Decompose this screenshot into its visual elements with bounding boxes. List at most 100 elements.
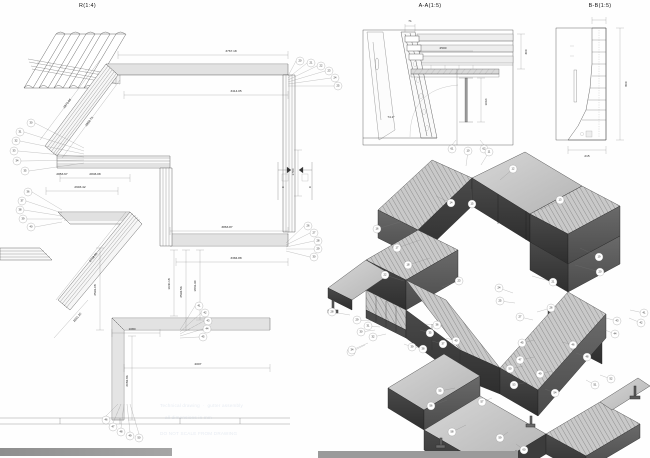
- svg-text:2082.86: 2082.86: [125, 375, 129, 386]
- balloon-number: 25: [499, 299, 502, 303]
- svg-text:61: 61: [451, 147, 454, 151]
- balloon-number: 40: [455, 339, 458, 343]
- svg-text:25: 25: [337, 84, 340, 88]
- svg-text:2859.71: 2859.71: [84, 116, 94, 128]
- svg-text:39: 39: [22, 217, 25, 221]
- section-mark-labels: A A: [282, 185, 312, 189]
- plan-geometry: [0, 51, 313, 425]
- balloon-callout: [606, 374, 616, 384]
- balloon-callout: [568, 340, 578, 350]
- svg-text:50: 50: [138, 436, 141, 440]
- svg-text:3767.18: 3767.18: [225, 49, 236, 53]
- balloon-number: 39: [411, 345, 414, 349]
- balloon-number: 30: [360, 330, 363, 334]
- balloon-number: 13: [559, 198, 562, 202]
- svg-text:2873.06: 2873.06: [62, 98, 72, 110]
- balloon-number: 53: [513, 383, 516, 387]
- balloon-callout: [454, 276, 464, 286]
- balloon-callout: [519, 445, 529, 455]
- isometric-assembly: [327, 151, 650, 458]
- svg-text:21: 21: [310, 61, 313, 65]
- svg-text:1700: 1700: [291, 168, 295, 175]
- balloon-number: 29: [356, 318, 359, 322]
- balloon-number: 20: [599, 270, 602, 274]
- balloon-callout: [535, 369, 545, 379]
- balloon-callout: [451, 336, 461, 346]
- svg-text:2592.56: 2592.56: [179, 286, 183, 297]
- svg-text:62: 62: [483, 147, 486, 151]
- balloon-callout: [494, 283, 504, 293]
- balloon-number: 35: [429, 331, 432, 335]
- balloon-callout: [356, 327, 366, 337]
- balloon-callout: [327, 307, 337, 317]
- svg-text:46: 46: [105, 418, 108, 422]
- balloon-callout: [403, 260, 413, 270]
- svg-text:36: 36: [27, 190, 30, 194]
- balloons-plan-top-right: 20 21 22 23 24 25: [287, 56, 343, 91]
- balloon-number: 44: [614, 332, 617, 336]
- balloon-callout: [505, 364, 515, 374]
- balloon-callout: [407, 342, 417, 352]
- balloon-number: 10: [467, 149, 470, 153]
- balloon-number: 51: [594, 383, 597, 387]
- watermark-line-3: DO NOT SCALE FROM DRAWING: [160, 431, 238, 436]
- balloons-plan-lower-mid: 41 42 43 44 45: [179, 301, 213, 342]
- balloon-callout: [418, 344, 428, 354]
- svg-text:1080: 1080: [129, 327, 136, 331]
- balloon-callout: [467, 199, 477, 209]
- balloon-number: 42: [640, 321, 643, 325]
- section-bb-dimension-labels: 800 215: [584, 81, 628, 158]
- balloon-number: 45: [521, 341, 524, 345]
- svg-text:22: 22: [320, 64, 323, 68]
- balloon-callout: [363, 321, 373, 331]
- balloon-number: 24: [498, 286, 501, 290]
- view-title-detail-r: R(1:4): [78, 3, 97, 9]
- svg-text:3863.87: 3863.87: [221, 225, 232, 229]
- svg-text:35: 35: [24, 169, 27, 173]
- svg-text:2591.08: 2591.08: [93, 284, 97, 295]
- bottom-bar-left: [0, 448, 172, 456]
- balloon-callout: [435, 386, 445, 396]
- balloon-number: 43: [616, 319, 619, 323]
- balloon-number: 37: [442, 342, 445, 346]
- balloons-plan-left-upper: 30 31 32 33 34 35: [9, 118, 85, 176]
- balloon-callout: [548, 277, 558, 287]
- balloon-number: 46: [572, 343, 575, 347]
- svg-text:1831.90: 1831.90: [193, 280, 197, 291]
- balloon-callout: [372, 224, 382, 234]
- balloons-section-aa: 61 62: [447, 139, 489, 154]
- view-title-section-bb: B-B(1:5): [588, 3, 612, 9]
- balloon-layer-plan: 30 31 32 33 34 35 36 37 38: [9, 56, 343, 443]
- svg-text:44: 44: [206, 327, 209, 331]
- svg-text:40: 40: [30, 225, 33, 229]
- balloon-callout: [477, 397, 487, 407]
- balloon-callout: [508, 164, 518, 174]
- svg-text:A: A: [309, 185, 312, 189]
- balloon-number: 60: [523, 448, 526, 452]
- balloon-number: 21: [552, 280, 555, 284]
- svg-text:33: 33: [13, 149, 16, 153]
- svg-text:3384.88: 3384.88: [230, 256, 241, 260]
- svg-text:1640.18: 1640.18: [167, 278, 171, 289]
- balloon-number: 59: [499, 436, 502, 440]
- balloon-callout: [515, 355, 525, 365]
- balloon-callout: [636, 318, 646, 328]
- balloon-number: 54: [554, 391, 557, 395]
- balloon-number: 18: [407, 263, 410, 267]
- balloon-callout: [595, 267, 605, 277]
- balloon-number: 14: [450, 201, 453, 205]
- balloon-number: 32: [372, 335, 375, 339]
- svg-text:42: 42: [204, 311, 207, 315]
- balloon-number: 23: [458, 279, 461, 283]
- svg-text:29: 29: [317, 247, 320, 251]
- svg-text:2853.67: 2853.67: [56, 172, 67, 176]
- balloons-plan-mid-right: 26 27 28 29 30: [285, 221, 323, 262]
- balloon-number: 49: [539, 372, 542, 376]
- svg-text:26: 26: [307, 224, 310, 228]
- balloon-callout: [515, 312, 525, 322]
- svg-text:32: 32: [15, 139, 18, 143]
- balloon-callout: [447, 427, 457, 437]
- balloons-plan-bottom: 46 47 48 49 50: [101, 403, 144, 443]
